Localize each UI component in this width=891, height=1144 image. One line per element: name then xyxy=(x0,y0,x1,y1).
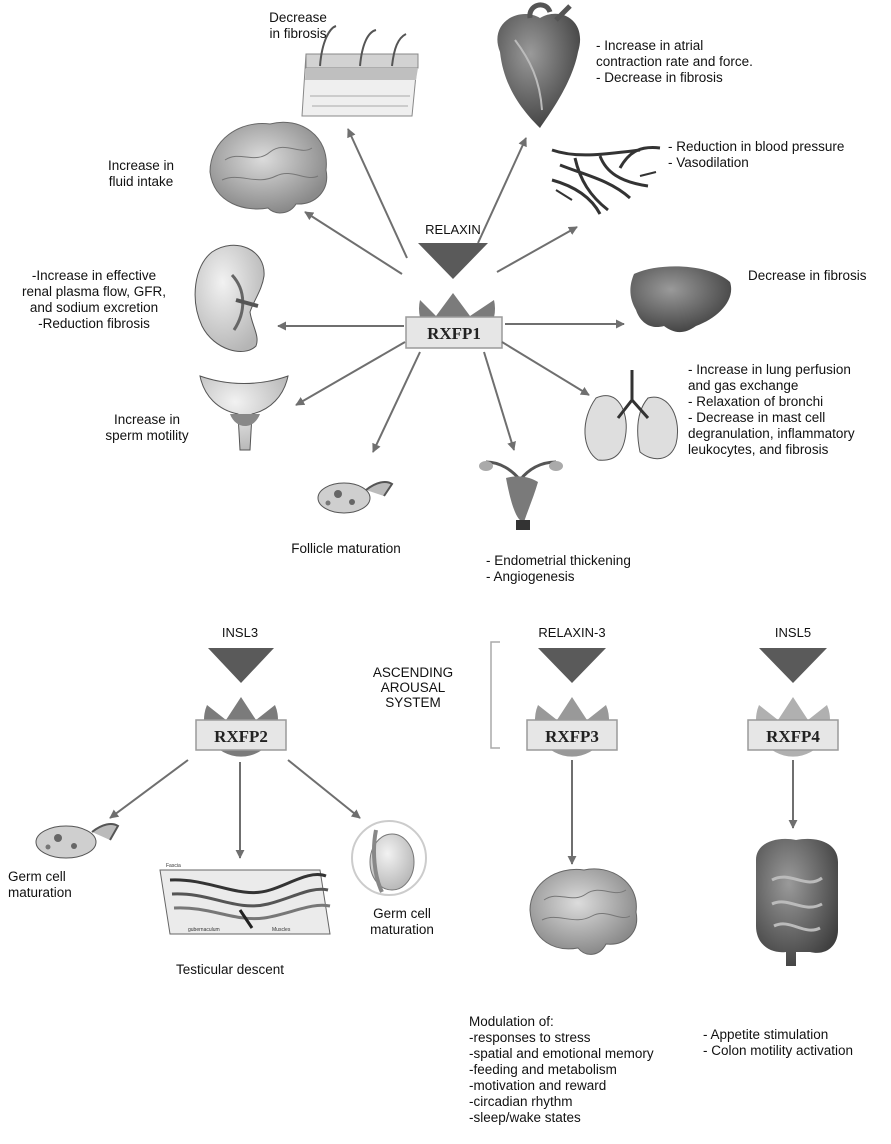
lung-icon xyxy=(584,370,678,461)
rxfp1-arrows xyxy=(277,128,625,453)
kidney-icon xyxy=(194,244,265,352)
label-rxfp3-effects: Modulation of: -responses to stress -spa… xyxy=(469,1014,654,1125)
brain-icon-rxfp3 xyxy=(529,868,638,955)
rxfp4-receptor-group: INSL5 RXFP4 xyxy=(747,625,839,757)
relaxin3-ligand-label: RELAXIN-3 xyxy=(538,625,605,640)
insl5-ligand-label: INSL5 xyxy=(775,625,811,640)
brain-icon xyxy=(209,121,328,214)
rxfp3-receptor-group: RELAXIN-3 RXFP3 xyxy=(490,625,618,757)
arrow-to-ovary xyxy=(372,351,421,453)
label-lung-effect: - Increase in lung perfusion and gas exc… xyxy=(688,362,855,457)
ovary-icon-rxfp2 xyxy=(35,823,120,859)
colon-icon xyxy=(756,838,838,966)
gubernaculum-label: gubernaculum xyxy=(188,927,220,933)
rxfp2-arrows xyxy=(109,759,361,859)
arrow-to-skin xyxy=(347,128,408,259)
relaxin3-ligand-icon xyxy=(538,648,606,683)
heart-icon xyxy=(497,2,581,129)
label-brain-effect: Increase in fluid intake xyxy=(107,158,175,189)
testicular-descent-icon: Fascia Muscles gubernaculum xyxy=(159,863,331,935)
rxfp2-label: RXFP2 xyxy=(214,727,268,746)
rxfp1-receptor-group: RELAXIN RXFP1 xyxy=(405,222,503,349)
rxfp3-label: RXFP3 xyxy=(545,727,599,746)
arrow-to-germ-ovary xyxy=(109,759,189,819)
insl3-ligand-label: INSL3 xyxy=(222,625,258,640)
arrow-to-lung xyxy=(501,341,590,396)
relaxin-ligand-icon xyxy=(418,243,488,279)
skin-icon xyxy=(301,25,419,117)
label-testicular-descent: Testicular descent xyxy=(175,962,285,977)
label-kidney-effect: -Increase in effective renal plasma flow… xyxy=(21,268,167,331)
arrow-to-vessels xyxy=(496,226,578,273)
label-heart-effect: - Increase in atrial contraction rate an… xyxy=(596,38,753,85)
label-germ-cell-ovary: Germ cell maturation xyxy=(8,869,72,900)
arrow-to-germ-testis xyxy=(287,759,361,819)
label-vessels-effect: - Reduction in blood pressure - Vasodila… xyxy=(668,139,845,170)
label-liver-effect: Decrease in fibrosis xyxy=(748,268,867,283)
blood-vessels-icon xyxy=(551,146,661,215)
arousal-system-label: ASCENDING AROUSAL SYSTEM xyxy=(372,665,454,710)
arrow-to-prostate xyxy=(295,341,406,406)
arrow-to-brain xyxy=(304,211,403,275)
rxfp3-box xyxy=(526,719,618,751)
rxfp1-label: RXFP1 xyxy=(427,324,481,343)
arrow-to-heart xyxy=(477,137,527,244)
label-germ-cell-testis: Germ cell maturation xyxy=(370,906,434,937)
liver-icon xyxy=(630,266,732,333)
rxfp1-box xyxy=(405,316,503,349)
label-ovary-effect: Follicle maturation xyxy=(291,541,401,556)
label-prostate-effect: Increase in sperm motility xyxy=(105,412,189,443)
prostate-icon xyxy=(199,375,289,451)
rxfp4-label: RXFP4 xyxy=(766,727,820,746)
label-uterus-effect: - Endometrial thickening - Angiogenesis xyxy=(486,553,631,584)
rxfp2-box xyxy=(195,719,287,751)
insl5-ligand-icon xyxy=(759,648,827,683)
ovary-icon xyxy=(317,481,394,514)
uterus-icon xyxy=(479,460,563,530)
arousal-system-bracket xyxy=(490,641,500,749)
fascia-label: Fascia xyxy=(166,863,181,869)
label-rxfp4-effects: - Appetite stimulation - Colon motility … xyxy=(703,1027,854,1058)
muscles-label: Muscles xyxy=(272,927,291,933)
rxfp4-box xyxy=(747,719,839,751)
relaxin-ligand-label: RELAXIN xyxy=(425,222,481,237)
arrow-to-uterus xyxy=(483,351,516,451)
rxfp2-receptor-group: INSL3 RXFP2 xyxy=(195,625,287,757)
insl3-ligand-icon xyxy=(208,648,274,683)
testis-icon xyxy=(351,820,427,896)
label-skin-effect: Decrease in fibrosis xyxy=(269,10,327,41)
